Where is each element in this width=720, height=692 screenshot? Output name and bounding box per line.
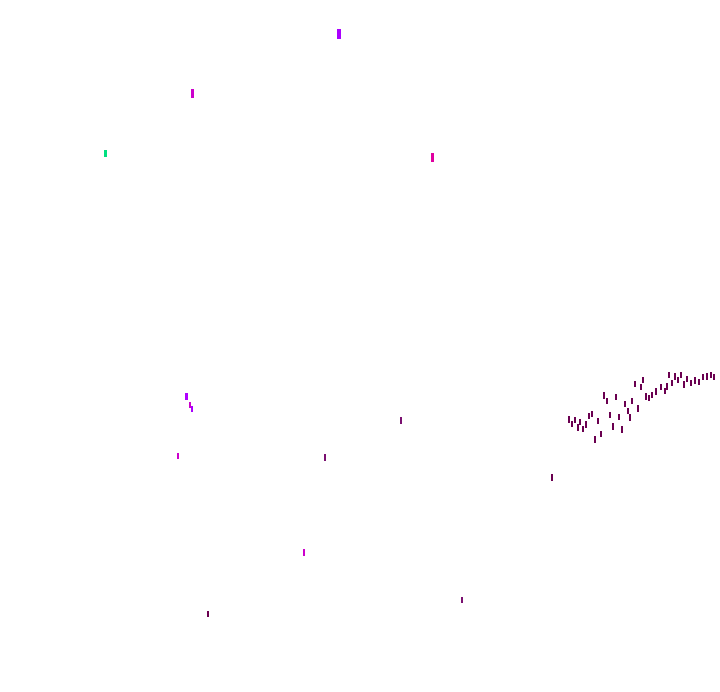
cluster-mark [706,373,708,380]
cluster-mark [582,426,584,432]
cluster-mark [666,383,668,390]
cluster-mark [603,392,605,399]
cluster-mark [621,426,623,433]
cluster-mark [585,421,587,428]
cluster-mark [629,414,631,421]
cluster-mark [664,388,666,394]
cluster-mark [615,394,617,400]
mark-3 [104,150,107,157]
mark-1 [337,29,341,39]
cluster-mark [631,398,633,404]
cluster-mark [609,412,611,418]
cluster-mark [594,436,596,443]
cluster-mark [640,384,642,390]
cluster-mark [668,372,670,378]
cluster-mark [568,416,570,423]
cluster-mark [710,372,712,378]
cluster-mark [698,379,700,385]
cluster-mark [651,392,653,398]
cluster-mark [606,398,608,404]
mark-12 [303,549,305,556]
mark-6 [189,402,191,408]
cluster-mark [600,431,602,437]
cluster-mark [634,381,636,387]
mark-10 [324,454,326,461]
mark-9 [177,453,179,459]
mark-5 [185,393,188,400]
cluster-mark [694,377,696,384]
cluster-mark [671,380,673,386]
mark-7 [191,406,193,412]
mark-2 [191,89,194,98]
cluster-mark [588,413,590,419]
cluster-mark [680,372,682,378]
cluster-mark [637,405,639,412]
cluster-mark [655,388,657,395]
cluster-mark [642,377,644,383]
cluster-mark [618,414,620,420]
cluster-mark [713,374,715,380]
cluster-mark [571,421,573,427]
cluster-mark [683,381,685,388]
mark-14 [207,611,209,617]
cluster-mark [597,418,599,424]
mark-4 [431,153,434,162]
cluster-mark [702,374,704,380]
cluster-mark [674,373,676,380]
cluster-mark [627,408,629,414]
mark-13 [461,597,463,603]
cluster-mark [591,411,593,417]
cluster-mark [686,376,688,382]
cluster-mark [677,377,679,383]
mark-8 [400,417,402,424]
mark-11 [551,474,553,481]
cluster-mark [690,380,692,386]
cluster-mark [577,424,579,431]
cluster-mark [574,417,576,423]
cluster-mark [579,419,581,425]
cluster-mark [660,384,662,390]
cluster-mark [612,423,614,430]
cluster-mark [624,401,626,407]
cluster-mark [645,393,647,400]
cluster-mark [648,395,650,401]
